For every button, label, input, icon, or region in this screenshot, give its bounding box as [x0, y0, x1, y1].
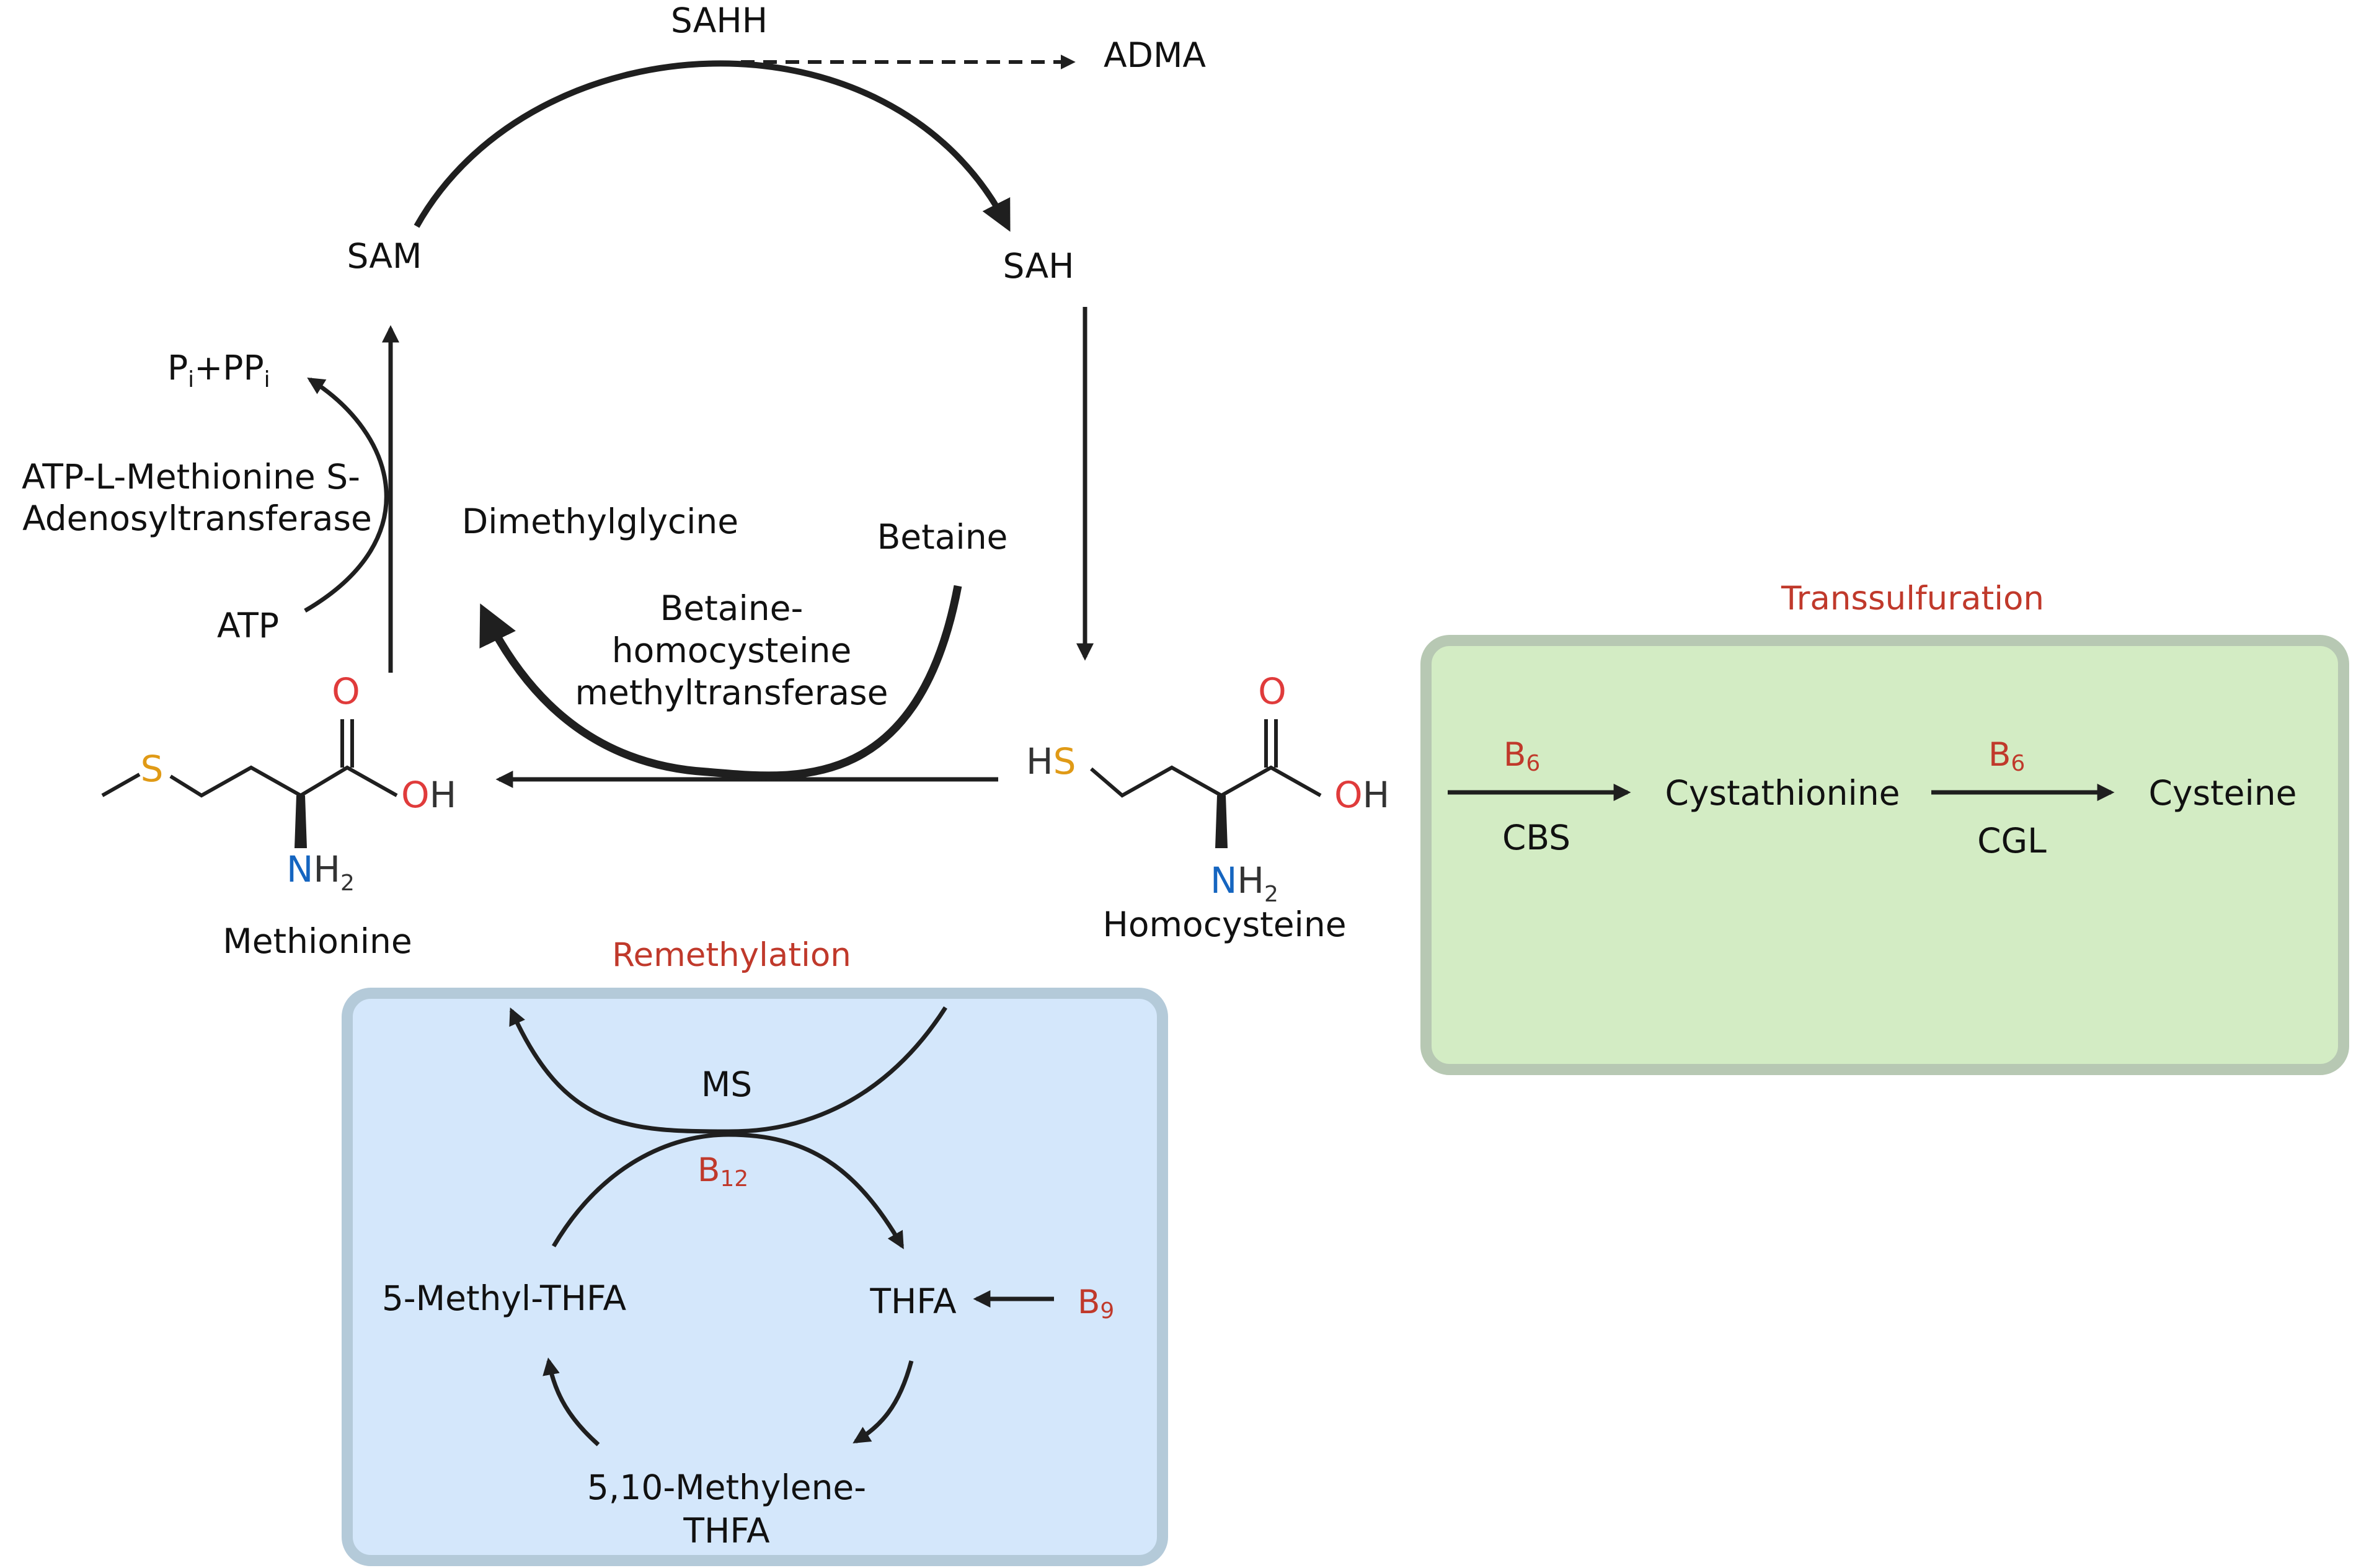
dimethylglycine-label: Dimethylglycine [462, 502, 738, 541]
methylene-thfa-label-line1: 5,10-Methylene- [587, 1468, 866, 1507]
methionine-amino-group: NH2 [286, 848, 355, 896]
sam-to-sah-arc [414, 60, 1011, 232]
remethylation-title: Remethylation [612, 936, 851, 974]
methionine-structure: S O OH NH2 [101, 670, 456, 896]
homocysteine-structure: HS O OH NH2 [1026, 670, 1389, 907]
betaine-label: Betaine [877, 517, 1008, 557]
ms-lower-curve [551, 1132, 905, 1249]
homocysteine-hydroxyl-group: OH [1334, 774, 1389, 816]
bhmt-label-line2: homocysteine [612, 631, 852, 670]
methylene-thfa-label-line2: THFA [683, 1511, 770, 1551]
methyl-thfa-label: 5-Methyl-THFA [382, 1278, 627, 1318]
mat-enzyme-label-line1: ATP-L-Methionine S- [22, 457, 360, 497]
homocysteine-thiol-group: HS [1026, 740, 1076, 782]
b12-vitamin-label: B12 [698, 1151, 748, 1192]
bhmt-label-line1: Betaine- [660, 588, 804, 628]
cbs-enzyme-label: CBS [1502, 818, 1570, 857]
sah-label: SAH [1003, 246, 1074, 286]
b9-vitamin-label: B9 [1078, 1283, 1114, 1324]
pi-ppi-label: Pi+PPi [167, 348, 270, 392]
transsulfuration-title: Transsulfuration [1781, 580, 2044, 618]
cystathionine-label: Cystathionine [1665, 773, 1900, 813]
homocysteine-carbonyl-oxygen: O [1258, 670, 1286, 712]
homocysteine-amino-group: NH2 [1210, 859, 1278, 907]
b6-vitamin-label-cbs: B6 [1504, 736, 1540, 776]
bhmt-label-line3: methyltransferase [575, 673, 888, 712]
b6-vitamin-label-cgl: B6 [1988, 736, 2025, 776]
methylene-to-methyl-thfa-curve [542, 1357, 600, 1446]
betaine-to-dimethylglycine-curve [479, 585, 962, 780]
methionine-carbonyl-oxygen: O [332, 670, 360, 712]
sam-label: SAM [347, 236, 422, 276]
methionine-label: Methionine [223, 921, 412, 961]
adma-label: ADMA [1104, 35, 1206, 75]
cysteine-label: Cysteine [2149, 773, 2297, 813]
transsulfuration-box [1420, 635, 2349, 1075]
mat-enzyme-label-line2: Adenosyltransferase [22, 498, 372, 538]
ms-upper-curve [509, 1006, 947, 1134]
atp-label: ATP [217, 606, 279, 645]
remethylation-box [342, 988, 1168, 1566]
methionine-hydroxyl-group: OH [401, 774, 456, 816]
thfa-label: THFA [869, 1282, 957, 1321]
thfa-to-methylene-curve [852, 1360, 914, 1443]
atp-to-pi-curve [304, 378, 389, 613]
sahh-label: SAHH [671, 1, 768, 40]
homocysteine-label: Homocysteine [1102, 905, 1346, 944]
ms-enzyme-label: MS [701, 1065, 752, 1104]
methionine-sulfur-atom: S [141, 748, 164, 790]
cgl-enzyme-label: CGL [1977, 821, 2047, 861]
